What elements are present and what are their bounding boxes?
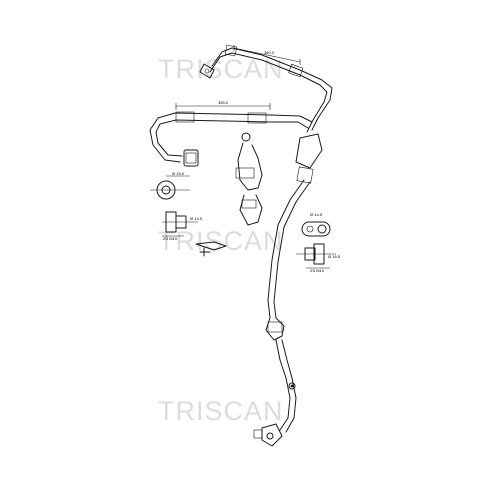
right-fitting-side-view: Ø 16.5 ZS M10 bbox=[296, 243, 341, 273]
left-fitting-top-view: Ø 15.0 bbox=[150, 171, 190, 200]
dim-left-dia-top: Ø 15.0 bbox=[172, 171, 185, 176]
right-fitting-top-view: Ø 14.5 bbox=[301, 212, 331, 237]
connector-piece bbox=[235, 132, 263, 226]
dim-right-dia-side: Ø 16.5 bbox=[328, 254, 341, 259]
middle-hose: 355.0 bbox=[149, 100, 313, 167]
main-pipe bbox=[253, 133, 323, 447]
dim-mid-length: 355.0 bbox=[218, 100, 229, 105]
dim-right-wrench: ZS M10 bbox=[310, 268, 325, 273]
small-bracket bbox=[195, 241, 227, 257]
dim-top-length: 380.0 bbox=[264, 50, 275, 55]
top-hose: 380.0 bbox=[199, 44, 333, 133]
left-fitting-side-view: Ø 14.5 ZS M10 bbox=[162, 211, 203, 241]
watermark-top: TRISCAN bbox=[158, 54, 284, 84]
watermark-bottom: TRISCAN bbox=[158, 396, 284, 426]
watermark-middle: TRISCAN bbox=[158, 226, 284, 256]
dim-left-dia-side: Ø 14.5 bbox=[190, 216, 203, 221]
dim-right-dia-top: Ø 14.5 bbox=[310, 212, 323, 217]
dim-left-wrench: ZS M10 bbox=[163, 236, 178, 241]
